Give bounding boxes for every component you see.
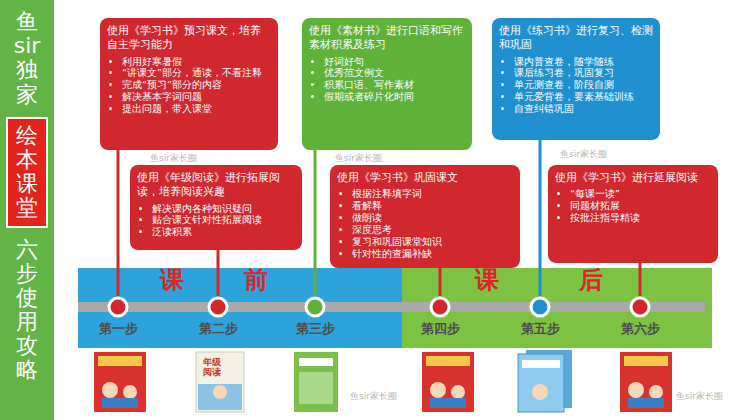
bullet-list: 根据注释填字词看解释做朗读深度思考复习和巩固课堂知识针对性的查漏补缺 xyxy=(337,188,513,259)
bullet-item: 课内普查卷，随学随练 xyxy=(514,56,653,68)
phase-band: 课 前第一步 第二步 第三步 xyxy=(78,268,402,348)
bullet-list: 课内普查卷，随学随练课后练习卷，巩固复习单元测查卷，阶段自测单元爱背卷，要素基础… xyxy=(499,56,653,115)
step-callout-box: 使用《素材书》进行口语和写作素材积累及练习好词好句优秀范文例文积累口语、写作素材… xyxy=(302,18,472,150)
bullet-item: 同题材拓展 xyxy=(570,200,711,212)
step-circle xyxy=(529,296,551,318)
step-callout-box: 使用《练习书》进行复习、检测和巩固课内普查卷，随学随练课后练习卷，巩固复习单元测… xyxy=(492,18,660,140)
bullet-item: 针对性的查漏补缺 xyxy=(352,248,513,260)
bullet-list: 解决课内各种知识疑问贴合课文针对性拓展阅读泛读积累 xyxy=(137,203,295,239)
bullet-item: 完成“预习”部分的内容 xyxy=(122,79,271,91)
book-title: 年级阅读 xyxy=(203,358,223,378)
book-cover xyxy=(196,352,244,412)
box-heading: 使用《学习书》进行延展阅读 xyxy=(555,171,711,185)
step-callout-box: 使用《年级阅读》进行拓展阅读，培养阅读兴趣解决课内各种知识疑问贴合课文针对性拓展… xyxy=(130,165,302,250)
step-callout-box: 使用《学习书》巩固课文根据注释填字词看解释做朗读深度思考复习和巩固课堂知识针对性… xyxy=(330,165,520,268)
box-heading: 使用《学习书》预习课文，培养自主学习能力 xyxy=(107,24,271,53)
bullet-item: 根据注释填字词 xyxy=(352,188,513,200)
phase-band: 课 后第四步 第五步 第六步 xyxy=(402,268,712,348)
bullet-item: 提出问题，带入课堂 xyxy=(122,103,271,115)
bullet-item: 解决基本字词问题 xyxy=(122,91,271,103)
connector-line xyxy=(640,263,641,296)
watermark: 鱼sir家长圈 xyxy=(560,148,607,161)
step-label: 第四步 xyxy=(412,320,468,338)
watermark: 鱼sir家长圈 xyxy=(676,390,723,403)
bullet-item: 利用好寒暑假 xyxy=(122,56,271,68)
step-circle xyxy=(629,296,651,318)
step-node: 第五步 xyxy=(512,296,568,338)
box-heading: 使用《练习书》进行复习、检测和巩固 xyxy=(499,24,653,53)
box-heading: 使用《学习书》巩固课文 xyxy=(337,171,513,185)
bullet-item: 泛读积累 xyxy=(152,226,295,238)
step-label: 第五步 xyxy=(512,320,568,338)
book-cover xyxy=(94,352,146,412)
bullet-item: “每课一读” xyxy=(570,188,711,200)
connector-line xyxy=(315,150,316,296)
bullet-item: 做朗读 xyxy=(352,212,513,224)
title-text: 六步使用攻略 xyxy=(12,238,42,383)
phase-label: 课 后 xyxy=(475,268,639,292)
book-cover xyxy=(294,352,338,412)
title-tag: 绘本课堂 xyxy=(6,117,48,228)
step-label: 第一步 xyxy=(90,320,146,338)
bullet-item: 解决课内各种知识疑问 xyxy=(152,203,295,215)
bullet-item: 自查纠错巩固 xyxy=(514,103,653,115)
bullet-list: “每课一读”同题材拓展按批注指导精读 xyxy=(555,188,711,224)
bullet-item: 单元测查卷，阶段自测 xyxy=(514,79,653,91)
step-node: 第六步 xyxy=(612,296,668,338)
box-heading: 使用《年级阅读》进行拓展阅读，培养阅读兴趣 xyxy=(137,171,295,200)
step-node: 第三步 xyxy=(287,296,343,338)
title-text: 绘本课堂 xyxy=(12,124,42,221)
title-panel: 鱼sir独家六步使用攻略 绘本课堂 xyxy=(0,0,54,420)
bullet-list: 好词好句优秀范文例文积累口语、写作素材假期或者碎片化时间 xyxy=(309,56,465,104)
step-circle xyxy=(107,296,129,318)
step-node: 第一步 xyxy=(90,296,146,338)
step-callout-box: 使用《学习书》预习课文，培养自主学习能力利用好寒暑假“讲课文”部分，通读，不看注… xyxy=(100,18,278,150)
bullet-item: “讲课文”部分，通读，不看注释 xyxy=(122,67,271,79)
watermark: 鱼sir家长圈 xyxy=(350,390,397,403)
title-text: 鱼sir独家 xyxy=(12,10,42,107)
bullet-item: 贴合课文针对性拓展阅读 xyxy=(152,214,295,226)
connector-line xyxy=(440,268,441,296)
book-cover xyxy=(620,352,672,412)
step-label: 第二步 xyxy=(190,320,246,338)
bullet-item: 按批注指导精读 xyxy=(570,212,711,224)
bullet-item: 单元爱背卷，要素基础训练 xyxy=(514,91,653,103)
bullet-item: 课后练习卷，巩固复习 xyxy=(514,67,653,79)
connector-line xyxy=(118,150,119,296)
box-heading: 使用《素材书》进行口语和写作素材积累及练习 xyxy=(309,24,465,53)
step-circle xyxy=(429,296,451,318)
bullet-item: 深度思考 xyxy=(352,224,513,236)
step-callout-box: 使用《学习书》进行延展阅读 “每课一读”同题材拓展按批注指导精读 xyxy=(548,165,718,263)
step-node: 第四步 xyxy=(412,296,468,338)
watermark: 鱼sir家长圈 xyxy=(335,152,382,165)
bullet-item: 积累口语、写作素材 xyxy=(324,79,465,91)
phase-label: 课 前 xyxy=(160,268,294,292)
bullet-item: 假期或者碎片化时间 xyxy=(324,91,465,103)
step-label: 第三步 xyxy=(287,320,343,338)
bullet-item: 复习和巩固课堂知识 xyxy=(352,236,513,248)
step-label: 第六步 xyxy=(612,320,668,338)
bullet-item: 优秀范文例文 xyxy=(324,67,465,79)
bullet-item: 看解释 xyxy=(352,200,513,212)
step-circle xyxy=(207,296,229,318)
bullet-item: 好词好句 xyxy=(324,56,465,68)
watermark: 鱼sir家长圈 xyxy=(150,152,197,165)
step-node: 第二步 xyxy=(190,296,246,338)
book-cover xyxy=(422,352,474,412)
book-cover xyxy=(518,350,572,412)
step-circle xyxy=(304,296,326,318)
bullet-list: 利用好寒暑假“讲课文”部分，通读，不看注释完成“预习”部分的内容解决基本字词问题… xyxy=(107,56,271,115)
